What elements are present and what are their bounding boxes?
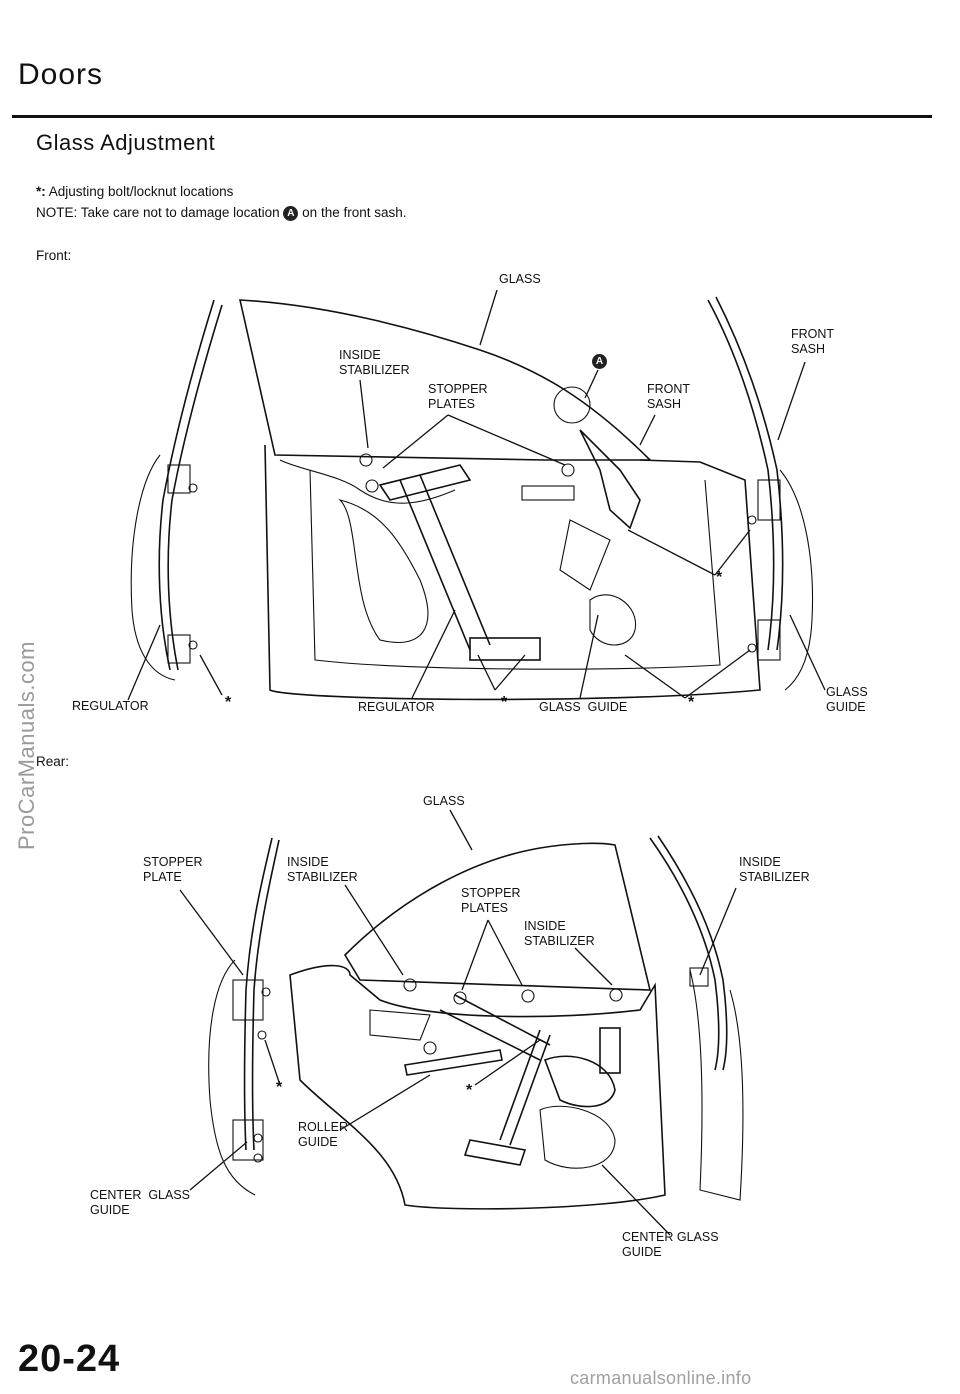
page-subtitle: Glass Adjustment: [36, 130, 216, 155]
rear-door-glass: [343, 842, 652, 991]
rear-label-stopper-plates: STOPPER PLATES: [461, 886, 521, 915]
header-rule: [12, 115, 932, 118]
rear-label-center-glass-guide-left: CENTER GLASS GUIDE: [90, 1188, 191, 1217]
rear-label-stopper-plate: STOPPER PLATE: [143, 855, 203, 884]
front-asterisk-4: *: [716, 569, 723, 586]
front-heading: Front:: [36, 248, 72, 263]
rear-asterisk-2: *: [466, 1082, 473, 1099]
front-label-front-sash-inner: FRONT SASH: [647, 382, 691, 411]
front-asterisk-3: *: [688, 694, 695, 711]
section-title: Doors: [18, 58, 104, 91]
front-leader-lines: [127, 289, 826, 701]
rear-label-inside-stabilizer-right: INSIDE STABILIZER: [739, 855, 810, 884]
front-location-a: A: [592, 353, 607, 371]
rear-door-panel: [289, 964, 666, 1210]
note-prefix: NOTE: Take care not to damage location: [36, 205, 280, 220]
front-marker-a: A: [592, 354, 607, 370]
front-label-stopper-plates: STOPPER PLATES: [428, 382, 488, 411]
front-left-glass-guide: [130, 299, 223, 681]
rear-leader-lines: [179, 809, 737, 1236]
front-label-inside-stabilizer: INSIDE STABILIZER: [339, 348, 410, 377]
front-sash-bracket: [579, 429, 641, 530]
legend-text: Adjusting bolt/locknut locations: [48, 184, 234, 199]
watermark-bottom: carmanualsonline.info: [570, 1368, 752, 1388]
front-door-glass: [238, 299, 652, 461]
front-label-regulator-left: REGULATOR: [72, 699, 149, 713]
rear-label-center-glass-guide-right: CENTER GLASS GUIDE: [622, 1230, 719, 1259]
legend-line: *: Adjusting bolt/locknut locations: [36, 184, 233, 199]
front-regulator: [359, 453, 575, 661]
location-a-marker: A: [283, 205, 299, 221]
note-suffix: on the front sash.: [302, 205, 407, 220]
watermark-left: ProCarManuals.com: [14, 640, 39, 850]
front-asterisk-2: *: [501, 694, 508, 711]
rear-asterisk-1: *: [276, 1079, 283, 1096]
front-label-glass-guide-right: GLASS GUIDE: [826, 685, 868, 714]
front-label-front-sash-outer: FRONT SASH: [791, 327, 835, 356]
rear-heading: Rear:: [36, 754, 70, 769]
note-line: NOTE: Take care not to damage location A…: [36, 205, 407, 221]
front-asterisk-1: *: [225, 694, 232, 711]
front-label-glass-guide-center: GLASS GUIDE: [539, 700, 628, 714]
rear-left-center-glass-guide: [208, 837, 280, 1196]
page-number: 20-24: [18, 1338, 121, 1380]
rear-right-sash: [649, 835, 744, 1201]
front-door-panel: [264, 444, 761, 701]
location-a-circle: [553, 386, 591, 424]
rear-label-inside-stabilizer-center: INSIDE STABILIZER: [524, 919, 595, 948]
rear-regulator: [403, 978, 623, 1166]
rear-label-inside-stabilizer-left: INSIDE STABILIZER: [287, 855, 358, 884]
rear-label-roller-guide: ROLLER GUIDE: [298, 1120, 349, 1149]
front-label-regulator-center: REGULATOR: [358, 700, 435, 714]
front-right-sash: [707, 296, 814, 691]
front-label-glass: GLASS: [499, 272, 541, 286]
rear-label-glass: GLASS: [423, 794, 465, 808]
legend-symbol: *:: [36, 184, 46, 199]
